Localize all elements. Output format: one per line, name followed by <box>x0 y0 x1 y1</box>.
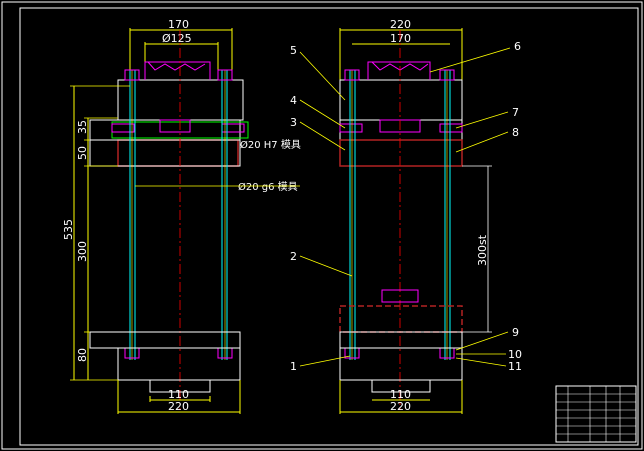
right-view: 220 170 300st 110 <box>290 18 522 414</box>
inner-border <box>19 7 639 446</box>
callout-7: 7 <box>512 106 519 119</box>
left-dim-height-total: 535 <box>62 219 75 240</box>
right-dim-top-outer: 220 <box>390 18 411 31</box>
callout-1: 1 <box>290 360 297 373</box>
left-dim-height-c: 300 <box>76 241 89 262</box>
title-block <box>555 385 637 443</box>
right-dim-top-inner: 170 <box>390 32 411 45</box>
left-note-fit-a: Ø20 H7 模具 <box>240 139 301 151</box>
left-dim-bottom-outer: 220 <box>168 400 189 413</box>
left-dim-bore: Ø125 <box>162 32 192 45</box>
right-dim-stroke: 300st <box>476 234 489 266</box>
right-dim-bottom-inner: 110 <box>390 388 411 401</box>
callout-2: 2 <box>290 250 297 263</box>
right-dim-bottom-outer: 220 <box>390 400 411 413</box>
left-dim-height-d: 80 <box>76 348 89 362</box>
callout-5: 5 <box>290 44 297 57</box>
left-view: 170 Ø125 <box>62 18 301 414</box>
left-note-fit-b: Ø20 g6 模具 <box>238 181 298 193</box>
left-dim-height-b: 50 <box>76 146 89 160</box>
callout-9: 9 <box>512 326 519 339</box>
callout-11: 11 <box>508 360 522 373</box>
left-dim-height-a: 35 <box>76 120 89 134</box>
left-dim-top-width: 170 <box>168 18 189 31</box>
left-dim-bottom-inner: 110 <box>168 388 189 401</box>
callout-10: 10 <box>508 348 522 361</box>
callout-8: 8 <box>512 126 519 139</box>
callout-3: 3 <box>290 116 297 129</box>
callout-6: 6 <box>514 40 521 53</box>
callout-4: 4 <box>290 94 297 107</box>
